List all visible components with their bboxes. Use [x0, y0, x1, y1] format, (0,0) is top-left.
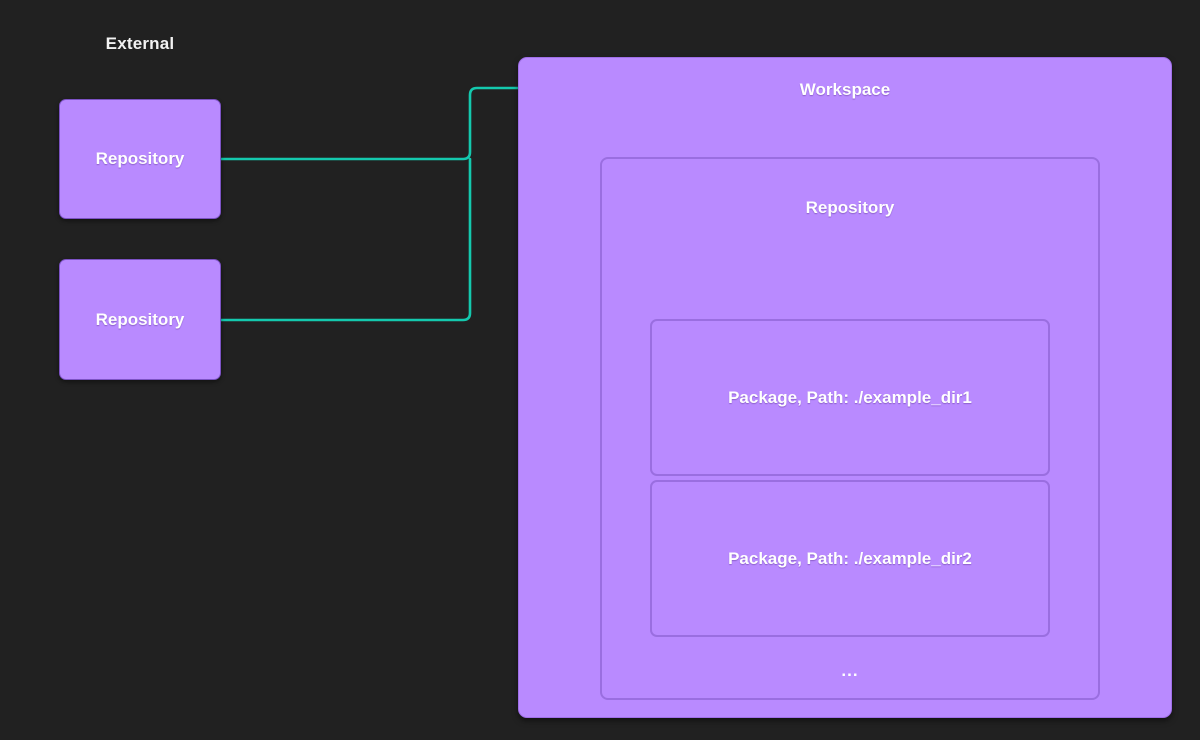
external-group-label: External: [105, 34, 175, 53]
package-node[interactable]: Package, Path: ./example_dir2: [650, 480, 1050, 637]
external-repository-label-2: Repository: [95, 309, 185, 329]
workspace-repository-label: Repository: [805, 198, 895, 217]
external-repository-node-1[interactable]: Repository: [59, 99, 221, 219]
package-label: Package, Path: ./example_dir1: [728, 387, 972, 407]
edge-external-repo-2: [219, 157, 472, 322]
package-label: Package, Path: ./example_dir2: [728, 548, 972, 568]
workspace-label: Workspace: [799, 80, 891, 99]
external-repository-label-1: Repository: [95, 149, 185, 168]
more-packages-indicator: ...: [841, 661, 859, 680]
package-node[interactable]: Package, Path: ./example_dir1: [650, 319, 1050, 476]
external-repository-node-2[interactable]: Repository: [59, 259, 221, 380]
